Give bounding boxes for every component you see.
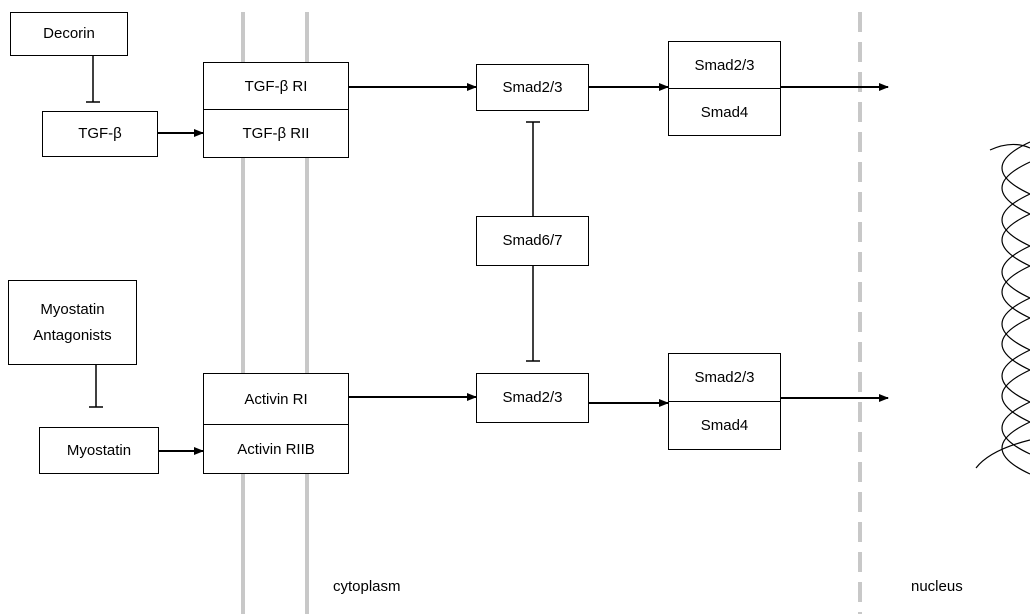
myostatin-antagonists-line1: Myostatin xyxy=(40,300,105,318)
dna-helix xyxy=(975,141,1030,475)
smad4-lower-complex-label: Smad4 xyxy=(669,401,780,449)
tgf-beta-box: TGF-β xyxy=(42,111,158,157)
smad-complex-lower: Smad2/3 Smad4 xyxy=(668,353,781,450)
smad4-upper-complex-label: Smad4 xyxy=(669,88,780,135)
activin-receptor-type1: Activin RI xyxy=(244,390,308,408)
myostatin-antagonists-line2: Antagonists xyxy=(33,326,112,344)
smad23-lower-complex-label: Smad2/3 xyxy=(694,369,755,386)
activin-receptor-type2b: Activin RIIB xyxy=(204,424,348,473)
myostatin-antagonists-box: Myostatin Antagonists xyxy=(8,280,137,365)
smad23-upper-box: Smad2/3 xyxy=(476,64,589,111)
smad67-box: Smad6/7 xyxy=(476,216,589,266)
cytoplasm-label: cytoplasm xyxy=(333,578,401,595)
decorin-box: Decorin xyxy=(10,12,128,56)
smad23-upper-complex-label: Smad2/3 xyxy=(694,56,755,74)
tgf-beta-receptor-complex: TGF-β RI TGF-β RII xyxy=(203,62,349,158)
tgf-beta-receptor-type2: TGF-β RII xyxy=(204,109,348,157)
myostatin-box: Myostatin xyxy=(39,427,159,474)
smad-complex-upper: Smad2/3 Smad4 xyxy=(668,41,781,136)
nucleus-label: nucleus xyxy=(911,578,963,595)
tgf-beta-receptor-type1: TGF-β RI xyxy=(244,77,308,95)
activin-receptor-complex: Activin RI Activin RIIB xyxy=(203,373,349,474)
smad23-lower-box: Smad2/3 xyxy=(476,373,589,423)
